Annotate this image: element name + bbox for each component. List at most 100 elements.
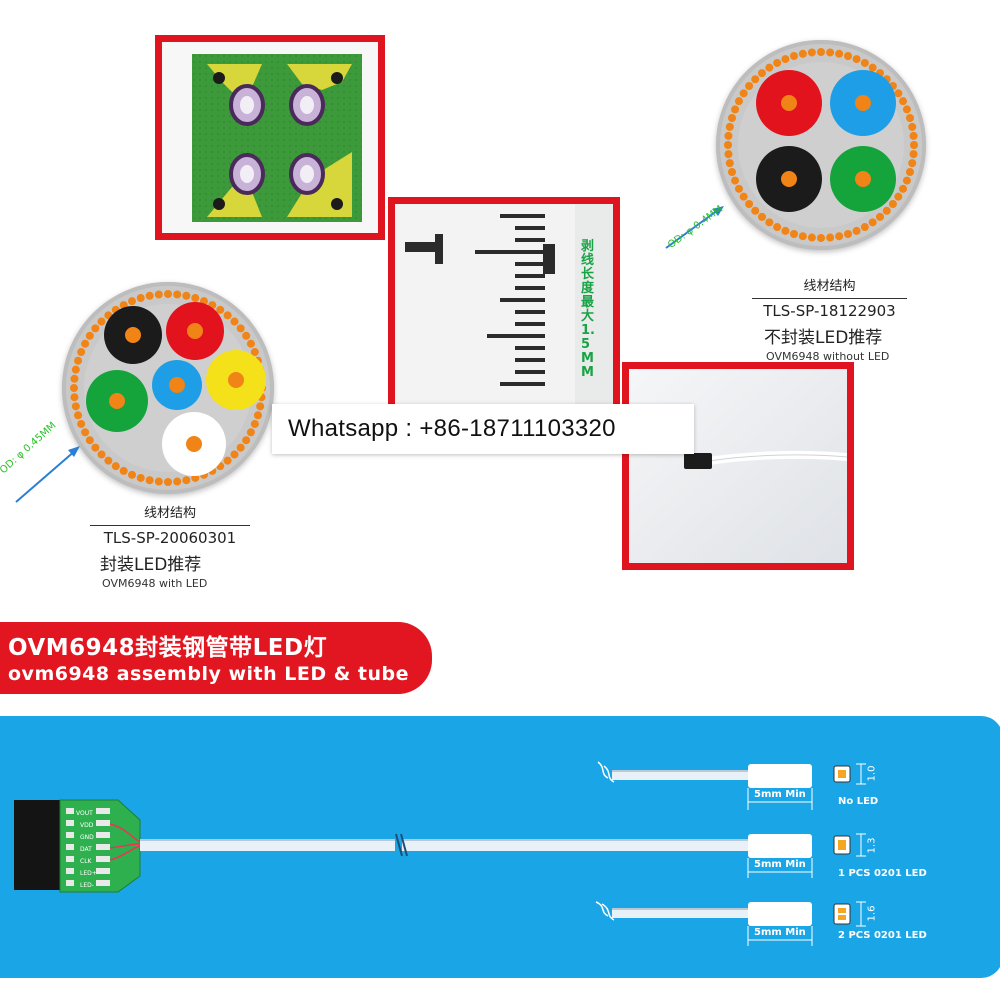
braid-strand: [97, 317, 106, 326]
braid-strand: [230, 450, 239, 459]
braid-strand: [236, 324, 245, 333]
braid-strand: [182, 291, 191, 300]
core-black: [756, 146, 822, 212]
steel-tube-1: [748, 764, 812, 788]
braid-strand: [852, 226, 861, 235]
core-green: [86, 370, 148, 432]
cable-cross-section-left: [62, 282, 274, 494]
steel-tube-2: [748, 834, 812, 858]
braid-strand: [860, 58, 869, 67]
pcb-pin-label: LED-: [80, 882, 94, 889]
braid-strand: [173, 290, 182, 299]
caption-divider-right: [752, 298, 907, 299]
braid-strand: [250, 348, 259, 357]
braid-strand: [902, 176, 911, 185]
whatsapp-contact-banner: Whatsapp : +86-18711103320: [272, 404, 694, 454]
model-note-left: OVM6948 with LED: [102, 577, 208, 590]
recommendation-left: 封装LED推荐: [100, 555, 202, 575]
braid-strand: [246, 339, 255, 348]
braid-strand: [71, 365, 80, 374]
braid-strand: [844, 230, 852, 238]
braid-strand: [74, 356, 83, 365]
led-option-label: 2 PCS 0201 LED: [838, 930, 927, 941]
braid-strand: [826, 233, 835, 242]
caption-divider-left: [90, 525, 250, 526]
braid-strand: [906, 168, 914, 176]
braid-strand: [888, 200, 897, 208]
braid-strand: [136, 473, 145, 482]
braid-strand: [85, 436, 94, 445]
braid-strand: [734, 97, 743, 106]
core-red: [166, 302, 224, 360]
pcb-pad-photo: [162, 42, 378, 233]
braid-strand: [868, 63, 877, 72]
braid-strand: [145, 291, 154, 300]
led-option-label: No LED: [838, 796, 879, 807]
braid-strand: [91, 443, 100, 452]
braid-strand: [826, 48, 835, 57]
braid-strand: [765, 218, 774, 227]
braid-strand: [70, 374, 79, 383]
braid-strand: [77, 419, 86, 428]
braid-strand: [230, 317, 239, 326]
braid-strand: [876, 212, 884, 221]
braid-strand: [758, 69, 766, 78]
connector-housing: [14, 800, 62, 890]
core-blue: [830, 70, 896, 136]
braid-strand: [894, 192, 903, 201]
tube-length-label: 5mm Min: [754, 789, 806, 800]
pcb-pad-photo-frame: [155, 35, 385, 240]
braid-strand: [734, 184, 743, 193]
braid-strand: [242, 331, 251, 340]
pcb-pin-label: LED+: [80, 870, 97, 877]
braid-strand: [739, 89, 748, 98]
braid-strand: [882, 206, 891, 215]
structure-title-right: 线材结构: [803, 279, 856, 294]
braid-strand: [798, 232, 807, 241]
braid-strand: [910, 141, 918, 149]
cable-caption-right: 线材结构 TLS-SP-18122903 不封装LED推荐 OVM6948 wi…: [752, 275, 907, 363]
braid-strand: [751, 75, 760, 84]
braid-strand: [77, 348, 86, 357]
braid-strand: [909, 131, 918, 140]
recommendation-right: 不封装LED推荐: [764, 328, 883, 348]
braid-strand: [835, 49, 844, 58]
braid-strand: [807, 233, 816, 242]
braid-strand: [781, 226, 790, 235]
braid-strand: [173, 477, 182, 486]
section-title-en: ovm6948 assembly with LED & tube: [8, 663, 410, 685]
braid-strand: [868, 218, 877, 227]
braid-strand: [773, 223, 782, 232]
braid-strand: [765, 63, 774, 72]
braid-strand: [128, 297, 137, 306]
braid-strand: [81, 339, 90, 348]
braid-strand: [817, 48, 825, 56]
cable-code-right: TLS-SP-18122903: [763, 302, 896, 320]
model-note-right: OVM6948 without LED: [766, 350, 890, 363]
braid-strand: [745, 82, 754, 90]
braid-strand: [724, 150, 733, 159]
braid-strand: [256, 402, 265, 411]
braid-strand: [250, 419, 259, 428]
braid-strand: [136, 294, 145, 303]
tube-diameter-label: 1.0: [866, 765, 878, 782]
braid-strand: [253, 411, 262, 420]
pcb-pin-label: DAT: [80, 846, 92, 853]
braid-strand: [852, 55, 861, 64]
braid-strand: [807, 48, 816, 57]
core-white: [162, 412, 226, 476]
section-title-cn: OVM6948封装钢管带LED灯: [8, 635, 328, 661]
structure-title-left: 线材结构: [143, 506, 196, 521]
braid-strand: [817, 234, 825, 242]
braid-strand: [745, 200, 754, 208]
braid-strand: [844, 52, 852, 60]
braid-strand: [798, 49, 807, 58]
braid-strand: [728, 168, 736, 176]
assembly-diagram: [14, 761, 866, 946]
braid-strand: [758, 212, 766, 221]
pcb-pin-label: GND: [80, 834, 94, 841]
braid-strand: [781, 55, 790, 64]
core-green: [830, 146, 896, 212]
braid-strand: [85, 331, 94, 340]
braid-strand: [790, 52, 798, 60]
